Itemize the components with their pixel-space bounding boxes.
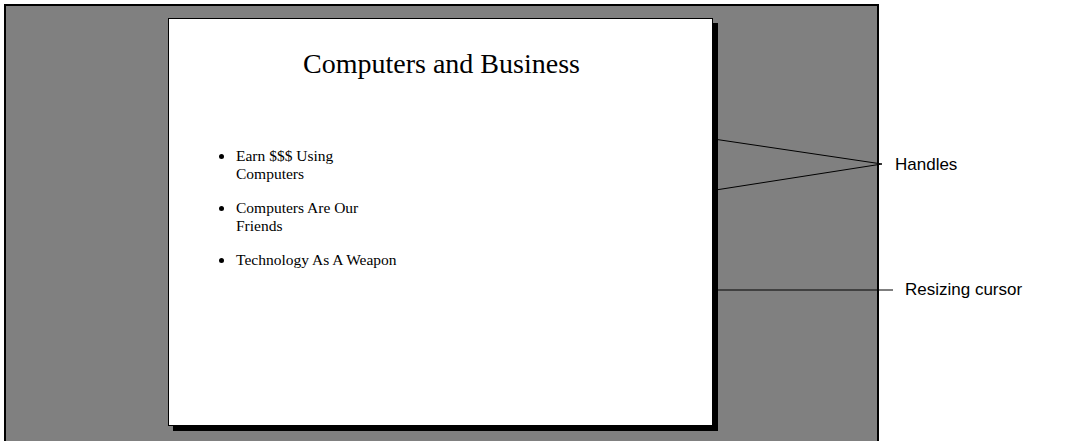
bullet-dot (219, 154, 224, 159)
bullet-item: Technology As A Weapon (216, 251, 398, 269)
bullet-dot (219, 258, 224, 263)
callout-label: Resizing cursor (905, 280, 1022, 300)
workspace-ground (5, 5, 878, 441)
bullet-dot (219, 206, 224, 211)
bullet-text: Computers Are Our Friends (236, 199, 398, 235)
bullet-item: Earn $$$ Using Computers (216, 147, 398, 183)
bullet-text: Earn $$$ Using Computers (236, 147, 398, 183)
callout-label: Handles (895, 155, 957, 175)
bullet-text: Technology As A Weapon (236, 251, 398, 269)
slide-title: Computers and Business (169, 47, 714, 81)
bullet-item: Computers Are Our Friends (216, 199, 398, 235)
bullet-list: Earn $$$ Using ComputersComputers Are Ou… (216, 147, 398, 285)
slide: Computers and BusinessEarn $$$ Using Com… (168, 18, 713, 426)
